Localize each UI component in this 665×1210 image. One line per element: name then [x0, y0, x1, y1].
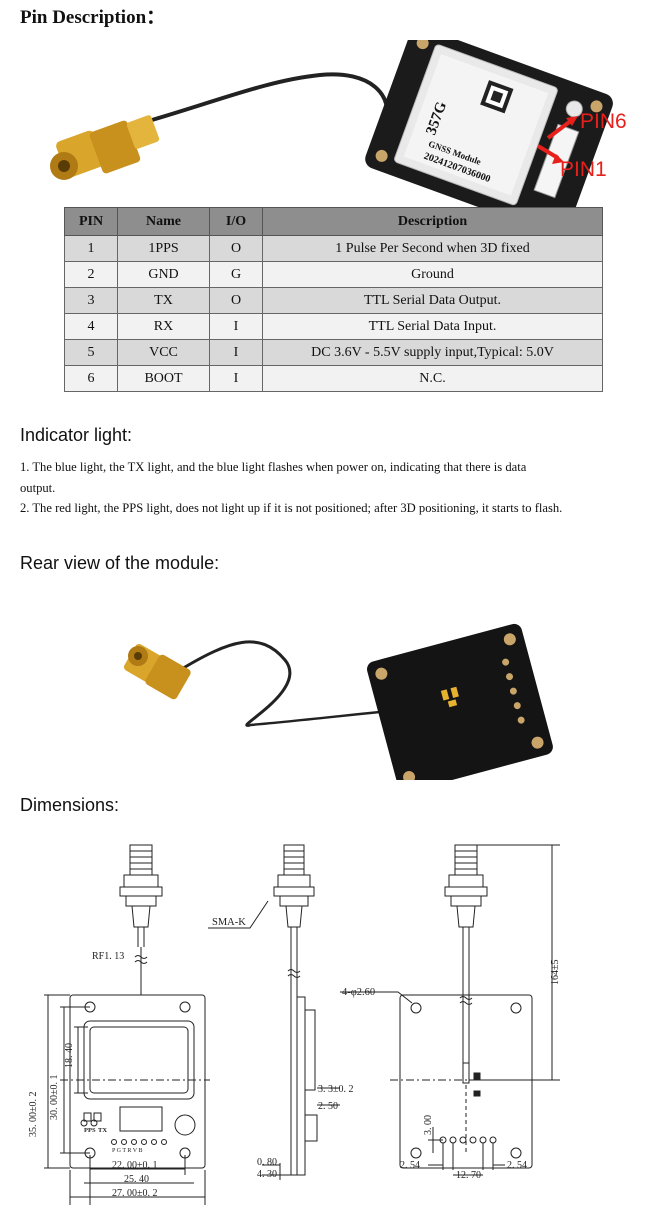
cell-description: Ground [262, 261, 603, 288]
table-row: 5 VCC I DC 3.6V - 5.5V supply input,Typi… [64, 339, 603, 366]
cable-length-label: 164±5 [550, 960, 561, 986]
sma-k-label: SMA-K [212, 917, 246, 928]
cell-io: G [209, 261, 263, 288]
height-inner-label: 30. 00±0. 1 [49, 1075, 60, 1121]
cell-pin: 2 [64, 261, 118, 288]
module-photo: 357G GNSS Module 20241207036000 PIN6 PIN… [50, 40, 627, 210]
indicator-title: Indicator light: [20, 425, 133, 445]
pin-offset-label: 3. 00 [423, 1115, 434, 1135]
cell-description: TTL Serial Data Input. [262, 313, 603, 340]
cell-name: 1PPS [117, 235, 210, 262]
header-io: I/O [209, 207, 263, 236]
header-pin: PIN [64, 207, 118, 236]
pin-span-label: 12. 70 [456, 1170, 481, 1181]
cell-name: BOOT [117, 365, 210, 392]
mount-holes-label: 4-φ2.60 [342, 987, 375, 998]
pin-table: PIN Name I/O Description 1 1PPS O 1 Puls… [64, 207, 603, 392]
pitch-right-label: 2. 54 [507, 1160, 527, 1171]
thickness-1-label: 3. 3±0. 2 [318, 1084, 354, 1095]
cell-description: DC 3.6V - 5.5V supply input,Typical: 5.0… [262, 339, 603, 366]
cell-name: RX [117, 313, 210, 340]
width-pitch-label: 25. 40 [124, 1174, 149, 1185]
pin-description-title: Pin Description： [20, 7, 166, 28]
indicator-line-2: 2. The red light, the PPS light, does no… [20, 501, 563, 515]
pin-names-silkscreen: P G T R V B [112, 1148, 143, 1154]
header-name: Name [117, 207, 210, 236]
cell-name: VCC [117, 339, 210, 366]
table-row: 2 GND G Ground [64, 261, 603, 288]
thickness-3-label: 0. 80 [257, 1157, 277, 1168]
cell-pin: 6 [64, 365, 118, 392]
cell-description: 1 Pulse Per Second when 3D fixed [262, 235, 603, 262]
dimension-drawings: RF1. 13 35. 00±0. 2 30. 00±0. 1 18. 40 2… [28, 844, 561, 1205]
cell-pin: 5 [64, 339, 118, 366]
pps-silkscreen: PPS [84, 1127, 96, 1134]
dimensions-title: Dimensions: [20, 795, 120, 815]
rear-view-title: Rear view of the module: [20, 553, 220, 573]
tx-silkscreen: TX [98, 1127, 107, 1134]
header-description: Description [262, 207, 603, 236]
table-row: 4 RX I TTL Serial Data Input. [64, 313, 603, 340]
back-view-drawing [340, 844, 560, 1176]
cell-name: TX [117, 287, 210, 314]
thickness-2-label: 2. 50 [318, 1101, 338, 1112]
pin1-label: PIN1 [560, 158, 607, 181]
indicator-line-1b: output. [20, 481, 56, 495]
thickness-4-label: 4. 30 [257, 1169, 277, 1180]
indicator-line-1a: 1. The blue light, the TX light, and the… [20, 460, 527, 474]
cell-io: I [209, 313, 263, 340]
height-outer-label: 35. 00±0. 2 [28, 1092, 39, 1138]
cell-pin: 4 [64, 313, 118, 340]
pin6-label: PIN6 [580, 110, 627, 133]
screen-height-label: 18. 40 [64, 1043, 75, 1068]
cell-io: I [209, 339, 263, 366]
cell-name: GND [117, 261, 210, 288]
rear-view-photo [123, 623, 553, 780]
width-inner-label: 22. 00±0. 1 [112, 1160, 158, 1171]
cell-io: O [209, 235, 263, 262]
width-outer-label: 27. 00±0. 2 [112, 1188, 158, 1199]
cell-io: I [209, 365, 263, 392]
cell-pin: 1 [64, 235, 118, 262]
cell-description: TTL Serial Data Output. [262, 287, 603, 314]
table-row: 6 BOOT I N.C. [64, 365, 603, 392]
sma-connector-icon [50, 115, 160, 180]
front-view-drawing [44, 844, 210, 1205]
side-view-drawing [208, 844, 340, 1180]
cell-description: N.C. [262, 365, 603, 392]
table-row: 3 TX O TTL Serial Data Output. [64, 287, 603, 314]
table-row: 1 1PPS O 1 Pulse Per Second when 3D fixe… [64, 235, 603, 262]
rf-cable-label: RF1. 13 [92, 951, 124, 962]
cell-pin: 3 [64, 287, 118, 314]
pitch-left-label: 2. 54 [400, 1160, 420, 1171]
sma-connector-icon [123, 643, 191, 700]
cell-io: O [209, 287, 263, 314]
